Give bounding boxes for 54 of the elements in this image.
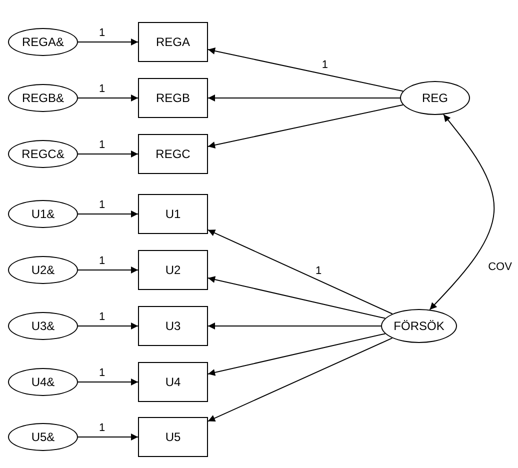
- edge-label: 1: [98, 83, 106, 95]
- variable-label: REG: [422, 91, 448, 105]
- arrow: [208, 338, 393, 422]
- edge-label: 1: [98, 311, 106, 323]
- arrow: [429, 114, 494, 310]
- variable-label: U3&: [31, 319, 55, 333]
- arrow: [78, 94, 138, 102]
- variable-label: U5: [165, 430, 181, 444]
- variable-label: REGC&: [22, 147, 64, 161]
- variable-label: U2&: [31, 263, 55, 277]
- arrow: [208, 333, 386, 376]
- variable-label: U4: [165, 375, 181, 389]
- observed-variable-box: [138, 250, 208, 290]
- variable-label: U1&: [31, 207, 55, 221]
- observed-variable-box: [138, 22, 208, 62]
- arrow: [208, 104, 404, 148]
- variable-label: U5&: [31, 430, 55, 444]
- observed-variable-box: [138, 306, 208, 346]
- variable-label: U4&: [31, 375, 55, 389]
- variable-label: U3: [165, 319, 181, 333]
- arrow: [78, 38, 138, 46]
- variable-label: U2: [165, 263, 181, 277]
- arrow: [78, 434, 138, 440]
- observed-variable-box: [138, 78, 208, 118]
- variable-label: U1: [165, 207, 181, 221]
- edge-label: 1: [98, 139, 106, 151]
- observed-variable-box: [138, 194, 208, 234]
- observed-variable-box: [138, 417, 208, 457]
- arrow: [208, 322, 382, 330]
- variable-label: REGA: [156, 35, 190, 49]
- arrow: [78, 378, 138, 386]
- arrow: [208, 48, 404, 92]
- arrow: [78, 322, 138, 330]
- variable-label: FÖRSÖK: [394, 319, 444, 333]
- arrow: [78, 210, 138, 218]
- arrow: [78, 150, 138, 158]
- arrow: [78, 266, 138, 274]
- variable-label: REGB: [156, 91, 190, 105]
- variable-label: REGC: [156, 147, 190, 161]
- observed-variable-box: [138, 134, 208, 174]
- latent-variable-ellipse: [381, 309, 457, 343]
- edge-label: 1: [98, 422, 106, 434]
- observed-variable-box: [138, 362, 208, 402]
- latent-variable-ellipse: [400, 81, 470, 115]
- arrow: [208, 94, 400, 102]
- variable-label: REGB&: [22, 91, 64, 105]
- arrow: [208, 276, 386, 319]
- edge-label: COV: [487, 261, 513, 273]
- variable-label: REGA&: [22, 35, 64, 49]
- edge-label: 1: [98, 199, 106, 211]
- arrow: [208, 229, 393, 314]
- edge-label: 1: [98, 367, 106, 379]
- edge-label: 1: [98, 27, 106, 39]
- edge-label: 1: [98, 255, 106, 267]
